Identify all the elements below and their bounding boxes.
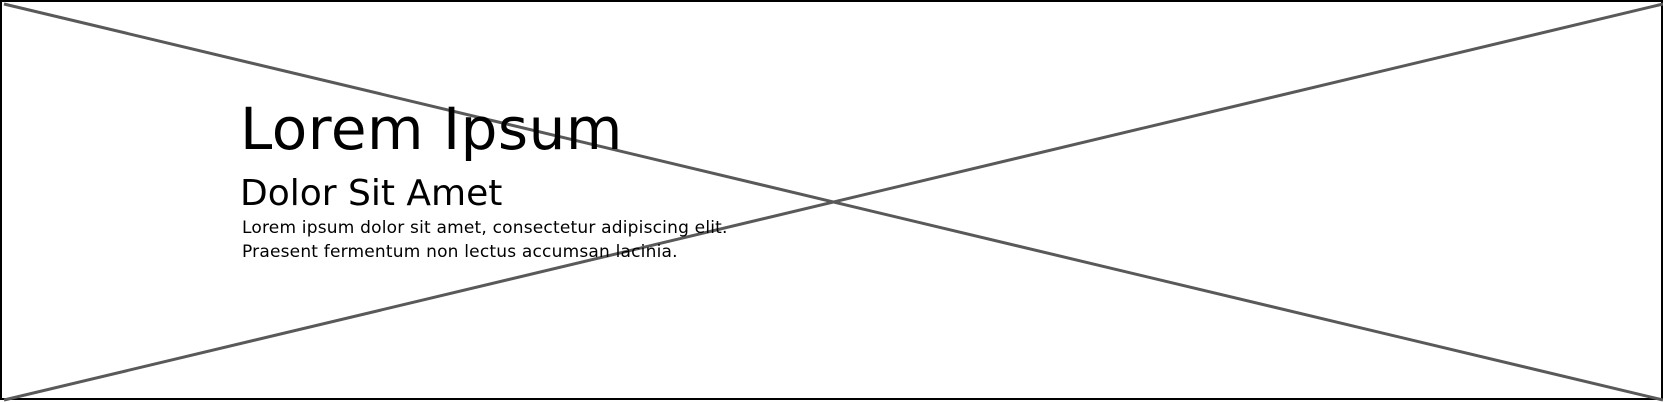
placeholder-diagonal-up	[3, 2, 1663, 402]
hero-body-line: Lorem ipsum dolor sit amet, consectetur …	[242, 218, 728, 238]
hero-text-block: Lorem Ipsum Dolor Sit Amet Lorem ipsum d…	[240, 94, 728, 264]
hero-body-text: Lorem ipsum dolor sit amet, consectetur …	[242, 216, 728, 264]
hero-body-line: Praesent fermentum non lectus accumsan l…	[242, 242, 678, 262]
hero-title: Lorem Ipsum	[240, 95, 623, 163]
hero-subtitle: Dolor Sit Amet	[240, 173, 503, 214]
